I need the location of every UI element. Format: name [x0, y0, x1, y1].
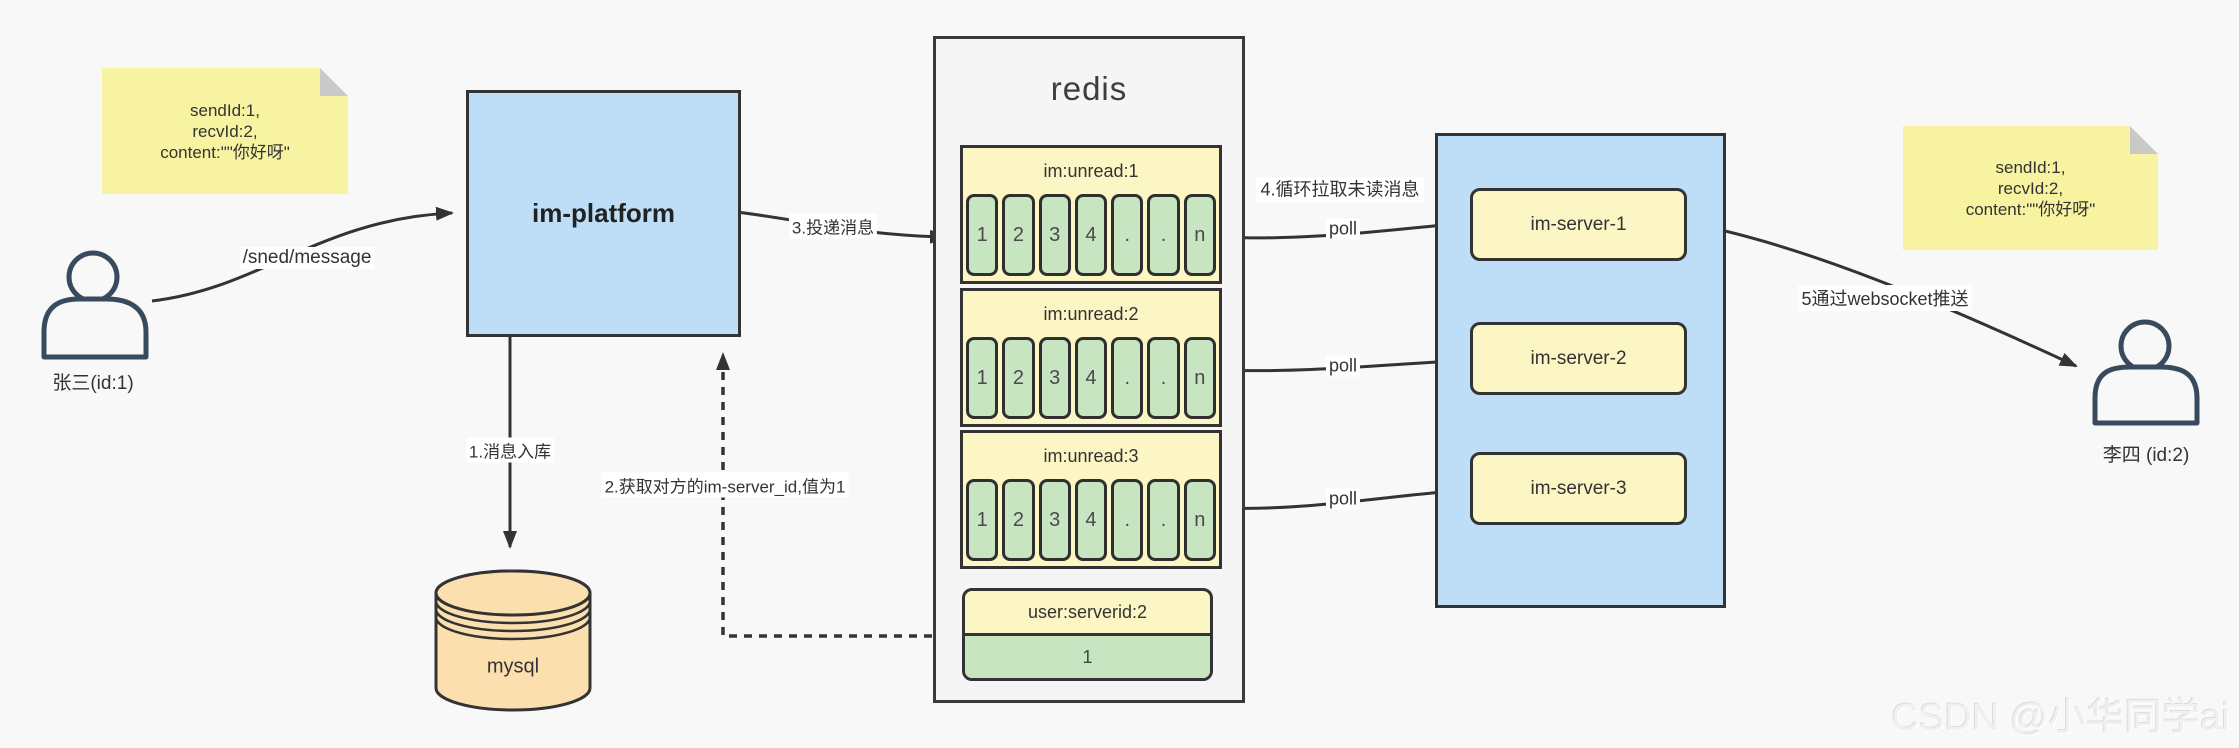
- queue-cell: n: [1183, 479, 1216, 561]
- note-line: recvId:2,: [1997, 178, 2064, 198]
- queue-cell: 2: [1002, 337, 1035, 419]
- im-platform-box: im-platform: [466, 90, 741, 337]
- queue-cell: 3: [1038, 479, 1071, 561]
- note-line: content:""你好呀": [1965, 199, 2096, 219]
- queue-cell: 2: [1002, 194, 1035, 276]
- note-line: recvId:2,: [192, 121, 258, 141]
- edge-label-poll-3: poll: [1325, 488, 1361, 510]
- queue-title: im:unread:3: [1043, 445, 1139, 466]
- queue-cell: 1: [966, 479, 999, 561]
- queue-cell: 4: [1074, 479, 1108, 561]
- im-platform-label: im-platform: [532, 198, 675, 228]
- queue-cell: 3: [1038, 194, 1071, 276]
- arrow-step5-websocket: [1686, 221, 2078, 368]
- queue-cell: .: [1147, 337, 1180, 419]
- queue-cell: 1: [966, 194, 999, 276]
- queue-cells: 1 2 3 4 . . n: [963, 194, 1219, 276]
- edge-label-send-message: /sned/message: [239, 247, 375, 269]
- receiver-label: 李四 (id:2): [2102, 445, 2190, 466]
- sender-user-icon: [41, 250, 149, 360]
- redis-title: redis: [1050, 70, 1128, 107]
- sender-note: sendId:1, recvId:2, content:""你好呀": [102, 68, 348, 194]
- queue-title: im:unread:1: [1043, 160, 1139, 181]
- mysql-cylinder-icon: [434, 569, 592, 712]
- queue-cell: .: [1147, 479, 1180, 561]
- note-line: sendId:1,: [190, 100, 260, 120]
- edge-label-step5: 5通过websocket推送: [1798, 285, 1972, 311]
- edge-label-poll-2: poll: [1325, 355, 1361, 377]
- queue-im-unread-2: im:unread:2 1 2 3 4 . . n: [960, 288, 1222, 427]
- queue-cell: n: [1183, 194, 1216, 276]
- user-serverid-value: 1: [965, 636, 1210, 678]
- queue-cell: 3: [1038, 337, 1071, 419]
- receiver-user-icon: [2092, 319, 2200, 426]
- edge-label-step3: 3.投递消息: [788, 213, 878, 239]
- queue-cell: n: [1183, 337, 1216, 419]
- queue-cell: 4: [1074, 337, 1108, 419]
- arrow-step2-lookup: [716, 352, 962, 638]
- im-server-1-box: im-server-1: [1470, 188, 1687, 261]
- queue-cells: 1 2 3 4 . . n: [963, 337, 1219, 419]
- edge-label-step4: 4.循环拉取未读消息: [1256, 177, 1424, 203]
- user-serverid-title: user:serverid:2: [965, 591, 1210, 636]
- im-server-2-box: im-server-2: [1470, 322, 1687, 395]
- im-server-1-label: im-server-1: [1530, 213, 1627, 235]
- im-server-2-label: im-server-2: [1530, 347, 1627, 369]
- queue-cell: .: [1111, 194, 1144, 276]
- edge-label-step2: 2.获取对方的im-server_id,值为1: [601, 472, 849, 498]
- im-server-3-label: im-server-3: [1530, 477, 1627, 499]
- queue-title: im:unread:2: [1043, 303, 1139, 324]
- receiver-note: sendId:1, recvId:2, content:""你好呀": [1903, 126, 2158, 250]
- user-serverid-box: user:serverid:2 1: [962, 588, 1213, 681]
- queue-cells: 1 2 3 4 . . n: [963, 479, 1219, 561]
- note-line: content:""你好呀": [160, 142, 290, 162]
- im-server-3-box: im-server-3: [1470, 452, 1687, 525]
- edge-label-poll-1: poll: [1325, 218, 1361, 240]
- csdn-watermark: CSDN @小华同学ai: [1891, 697, 2230, 739]
- edge-label-step1: 1.消息入库: [465, 437, 555, 463]
- mysql-label: mysql: [486, 655, 540, 678]
- queue-cell: .: [1147, 194, 1180, 276]
- sender-label: 张三(id:1): [52, 373, 134, 394]
- queue-cell: 2: [1002, 479, 1035, 561]
- queue-im-unread-3: im:unread:3 1 2 3 4 . . n: [960, 430, 1222, 569]
- queue-cell: .: [1111, 479, 1144, 561]
- queue-cell: .: [1111, 337, 1144, 419]
- note-line: sendId:1,: [1995, 157, 2066, 177]
- queue-im-unread-1: im:unread:1 1 2 3 4 . . n: [960, 145, 1222, 284]
- queue-cell: 1: [966, 337, 999, 419]
- queue-cell: 4: [1074, 194, 1108, 276]
